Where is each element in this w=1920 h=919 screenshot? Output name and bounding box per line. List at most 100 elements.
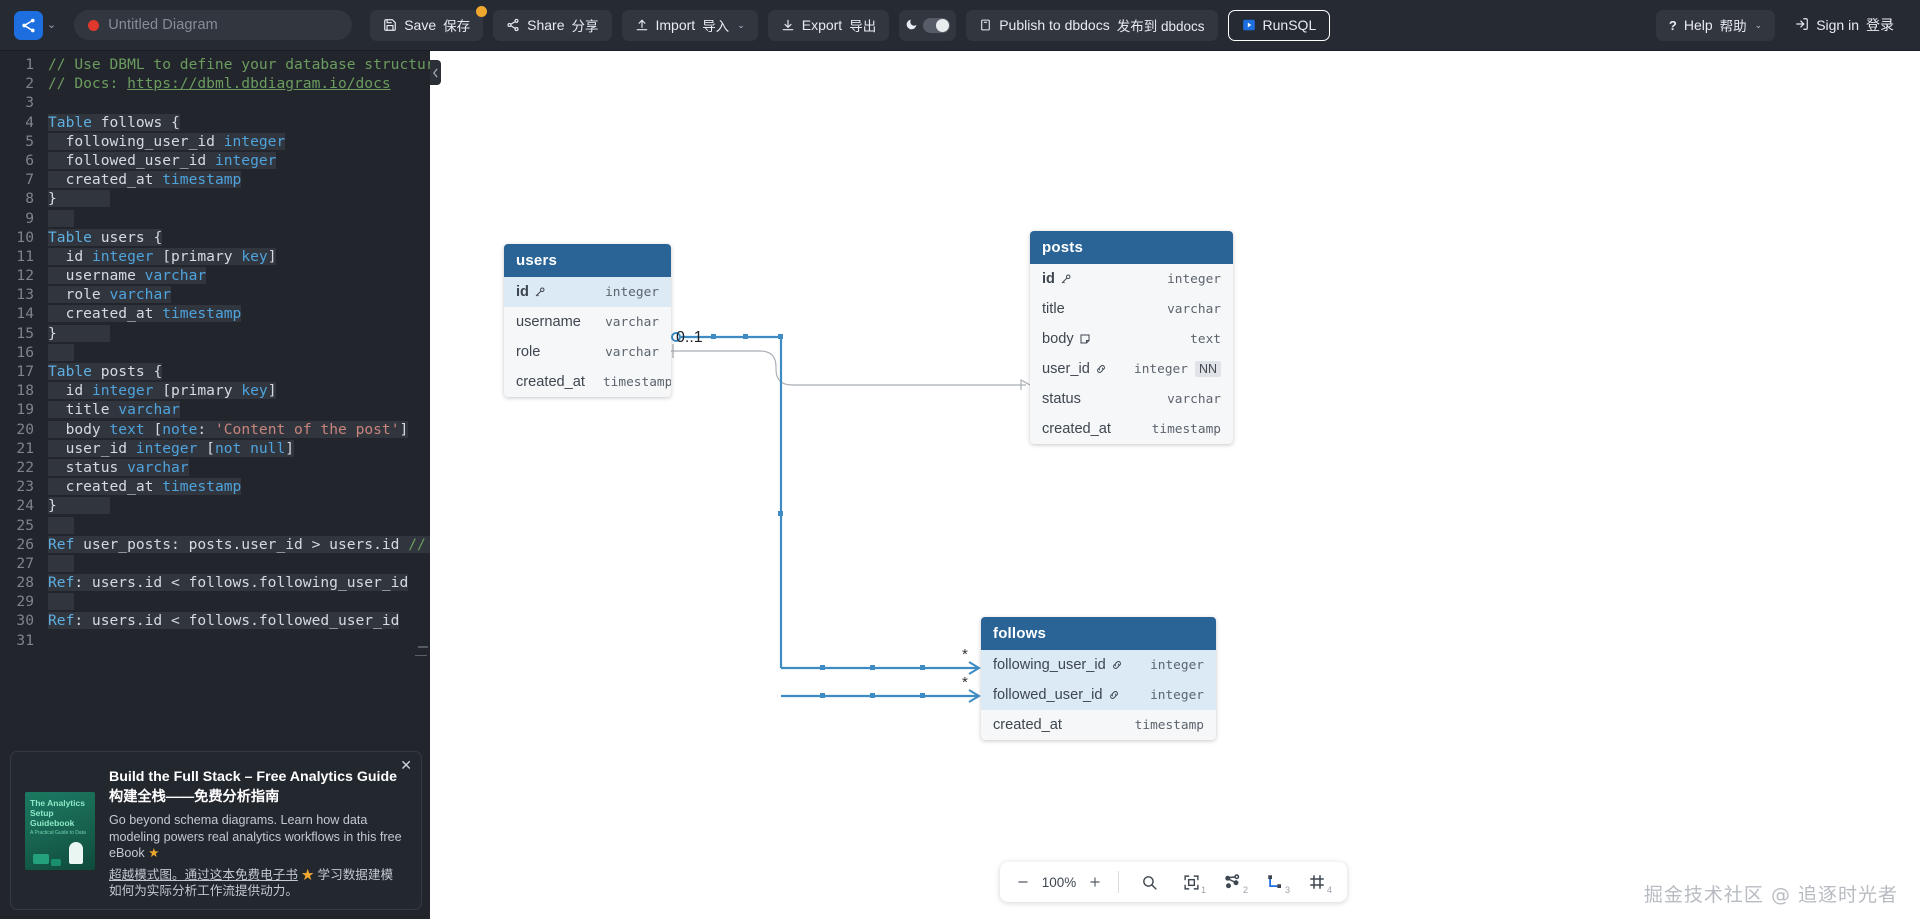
code-line[interactable]: 31 — [0, 631, 430, 650]
field-name-text: status — [1042, 391, 1081, 407]
edge-style-button[interactable]: 3 — [1255, 867, 1295, 897]
field-type: varchar — [1167, 302, 1221, 317]
theme-switch-track[interactable] — [923, 17, 951, 33]
table-header[interactable]: posts — [1030, 231, 1233, 264]
diagram-title-input[interactable]: Untitled Diagram — [74, 10, 353, 40]
promo-text-cn-link[interactable]: 超越模式图。通过这本免费电子书 — [109, 867, 298, 882]
tool-shortcut-number: 3 — [1284, 885, 1290, 895]
app-logo-group[interactable]: ⌄ — [14, 10, 57, 40]
field-type: integer — [1150, 658, 1204, 673]
code-line[interactable]: 27 — [0, 554, 430, 573]
code-line-text: } — [48, 497, 110, 515]
table-header[interactable]: users — [504, 244, 671, 277]
save-button[interactable]: Save 保存 — [370, 5, 488, 41]
ebook-cover-image: The Analytics Setup Guidebook A Practica… — [25, 792, 95, 870]
code-line[interactable]: 9 — [0, 209, 430, 228]
code-line[interactable]: 5 following_user_id integer — [0, 132, 430, 151]
code-line[interactable]: 7 created_at timestamp — [0, 170, 430, 189]
code-line[interactable]: 23 created_at timestamp — [0, 477, 430, 496]
logo-caret-icon[interactable]: ⌄ — [47, 18, 57, 31]
export-icon — [781, 18, 795, 32]
runsql-label: RunSQL — [1262, 17, 1317, 33]
code-line[interactable]: 15} — [0, 324, 430, 343]
help-label-cn: 帮助 — [1719, 19, 1747, 34]
code-line[interactable]: 14 created_at timestamp — [0, 304, 430, 323]
auto-arrange-button[interactable]: 2 — [1213, 867, 1253, 897]
code-line[interactable]: 6 followed_user_id integer — [0, 151, 430, 170]
code-line[interactable]: 21 user_id integer [not null] — [0, 439, 430, 458]
runsql-button[interactable]: RunSQL — [1227, 9, 1331, 41]
zoom-in-button[interactable] — [1082, 867, 1108, 897]
code-line[interactable]: 20 body text [note: 'Content of the post… — [0, 420, 430, 439]
field-name-text: following_user_id — [993, 657, 1106, 673]
code-line[interactable]: 12 username varchar — [0, 266, 430, 285]
code-line[interactable]: 29 — [0, 592, 430, 611]
code-line[interactable]: 25 — [0, 516, 430, 535]
table-header[interactable]: follows — [981, 617, 1216, 650]
table-field-row[interactable]: following_user_id integer — [981, 650, 1216, 680]
search-icon — [1142, 875, 1157, 890]
code-line-text: created_at timestamp — [48, 305, 242, 323]
share-button[interactable]: Share 分享 — [493, 9, 612, 41]
code-line[interactable]: 11 id integer [primary key] — [0, 247, 430, 266]
diagram-table-follows[interactable]: follows following_user_id integer followed_… — [981, 617, 1216, 740]
help-button[interactable]: ? Help 帮助 ⌄ — [1655, 9, 1776, 41]
control-divider — [1118, 871, 1119, 893]
code-line[interactable]: 19 title varchar — [0, 400, 430, 419]
code-line[interactable]: 8} — [0, 189, 430, 208]
promo-body: Build the Full Stack – Free Analytics Gu… — [109, 766, 405, 898]
import-button[interactable]: Import 导入 ⌄ — [621, 9, 758, 41]
code-line[interactable]: 16 — [0, 343, 430, 362]
theme-toggle[interactable] — [899, 9, 957, 41]
import-label-cn: 导入 — [702, 19, 730, 34]
code-line[interactable]: 18 id integer [primary key] — [0, 381, 430, 400]
code-line-text: status varchar — [48, 458, 189, 476]
zoom-out-button[interactable] — [1010, 867, 1036, 897]
code-line[interactable]: 3 — [0, 93, 430, 112]
code-line[interactable]: 2// Docs: https://dbml.dbdiagram.io/docs — [0, 74, 430, 93]
code-line[interactable]: 13 role varchar — [0, 285, 430, 304]
grid-button[interactable]: 4 — [1297, 867, 1337, 897]
code-line[interactable]: 22 status varchar — [0, 458, 430, 477]
search-tool-button[interactable] — [1129, 867, 1169, 897]
editor-collapse-handle[interactable] — [430, 60, 441, 85]
close-icon[interactable]: ✕ — [400, 757, 412, 773]
promo-panel[interactable]: ✕ The Analytics Setup Guidebook A Practi… — [10, 751, 422, 910]
export-button[interactable]: Export 导出 — [767, 9, 890, 41]
chevron-down-icon: ⌄ — [1754, 19, 1763, 30]
dbdiagram-share-logo-icon[interactable] — [14, 10, 43, 40]
relationship-lines — [671, 332, 1031, 703]
fit-to-screen-button[interactable]: 1 — [1171, 867, 1211, 897]
editor-scrollbar[interactable] — [418, 646, 428, 648]
sign-in-button[interactable]: Sign in 登录 — [1783, 10, 1906, 41]
line-number: 29 — [16, 593, 34, 611]
code-line[interactable]: 1// Use DBML to define your database str… — [0, 55, 430, 74]
primary-key-icon — [535, 287, 545, 297]
tool-shortcut-number: 1 — [1200, 885, 1206, 895]
diagram-title-text: Untitled Diagram — [108, 17, 218, 33]
code-line[interactable]: 24} — [0, 496, 430, 515]
publish-to-dbdocs-button[interactable]: Publish to dbdocs 发布到 dbdocs — [966, 9, 1218, 41]
